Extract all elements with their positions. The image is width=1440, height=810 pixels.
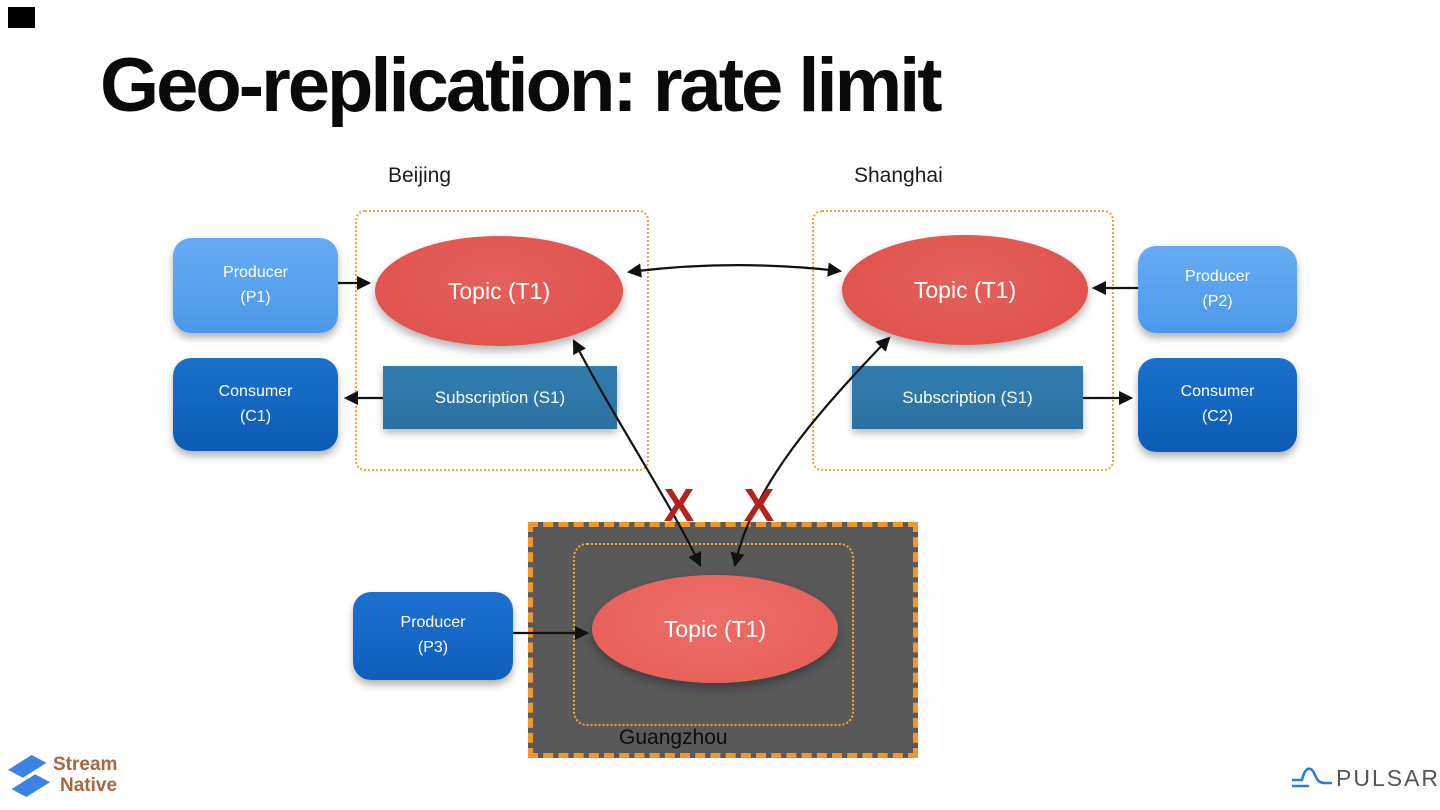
shanghai-label: Shanghai xyxy=(854,164,943,187)
producer-p3-line1: Producer xyxy=(400,614,466,632)
producer-p3-box: Producer (P3) xyxy=(353,592,513,680)
shanghai-topic-label: Topic (T1) xyxy=(913,276,1017,303)
pulsar-logo: PULSAR xyxy=(1292,762,1440,794)
beijing-subscription-label: Subscription (S1) xyxy=(434,387,566,407)
consumer-c1-line2: (C1) xyxy=(239,407,272,425)
guangzhou-inner-box xyxy=(573,543,854,726)
producer-p1-box: Producer (P1) xyxy=(173,238,338,333)
arrow-beijing-shanghai xyxy=(626,262,843,278)
guangzhou-label: Guangzhou xyxy=(619,726,728,749)
consumer-c1-box: Consumer (C1) xyxy=(173,358,338,451)
pulsar-wordmark: PULSAR xyxy=(1336,764,1440,791)
beijing-subscription-box: Subscription (S1) xyxy=(383,366,617,429)
guangzhou-topic-label: Topic (T1) xyxy=(663,615,767,642)
blocked-x-right: X xyxy=(743,479,775,531)
blocked-x-left: X xyxy=(663,479,695,531)
producer-p1-line2: (P1) xyxy=(240,288,271,306)
consumer-c2-line1: Consumer xyxy=(1180,383,1255,401)
consumer-c1-line1: Consumer xyxy=(218,382,293,400)
streamnative-wordmark-line1: Stream xyxy=(53,754,118,775)
guangzhou-topic-ellipse: Topic (T1) xyxy=(592,575,838,683)
streamnative-logo: Stream Native xyxy=(8,750,117,802)
producer-p2-box: Producer (P2) xyxy=(1138,246,1297,333)
consumer-c2-box: Consumer (C2) xyxy=(1138,358,1297,452)
pulsar-icon xyxy=(1292,767,1332,788)
beijing-label: Beijing xyxy=(388,164,452,187)
producer-p2-line1: Producer xyxy=(1185,267,1250,285)
top-left-black-mark xyxy=(8,7,35,28)
slide-title: Geo-replication: rate limit xyxy=(100,43,943,128)
consumer-c2-line2: (C2) xyxy=(1201,408,1234,425)
shanghai-topic-ellipse: Topic (T1) xyxy=(842,235,1088,345)
beijing-topic-ellipse: Topic (T1) xyxy=(375,236,623,346)
producer-p3-line2: (P3) xyxy=(417,639,449,656)
shanghai-subscription-label: Subscription (S1) xyxy=(902,387,1033,407)
shanghai-subscription-box: Subscription (S1) xyxy=(852,366,1083,429)
producer-p2-line2: (P2) xyxy=(1202,292,1233,310)
beijing-topic-label: Topic (T1) xyxy=(447,277,551,304)
streamnative-wordmark-line2: Native xyxy=(60,775,118,796)
producer-p1-line1: Producer xyxy=(223,263,288,281)
streamnative-icon xyxy=(8,755,50,797)
